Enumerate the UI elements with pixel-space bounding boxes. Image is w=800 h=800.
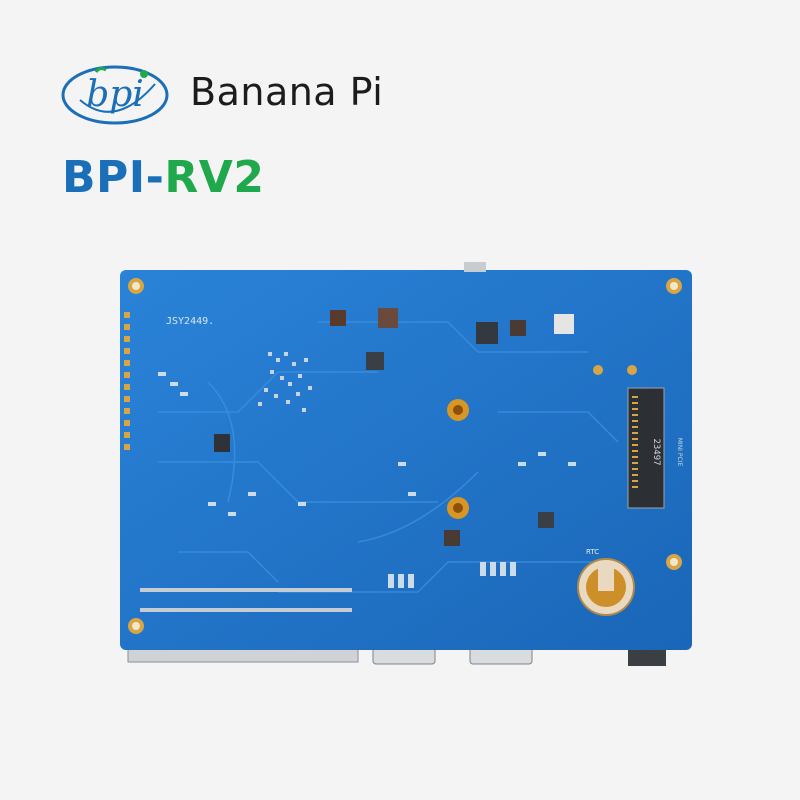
circuit-board-photo: 23497 MINI PCIE RTC JSY2449. (118, 262, 696, 682)
product-title-prefix: BPI- (62, 152, 165, 203)
pcb-body (120, 270, 692, 650)
brand-name: Banana Pi (190, 70, 384, 114)
ic-chips (214, 308, 574, 546)
logo-text: bpi (86, 74, 144, 115)
rtc-battery-holder: RTC (577, 548, 635, 616)
smd-components (158, 372, 576, 588)
slot-name-label: MINI PCIE (676, 438, 683, 467)
bpi-logo-mark: bpi (61, 65, 169, 125)
bpi-logo: bpi (60, 62, 170, 128)
power-jack (628, 646, 666, 666)
slot-code-label: 23497 (651, 438, 661, 465)
rtc-label: RTC (586, 548, 599, 556)
logo-dot (140, 70, 148, 78)
mini-pcie-slot: 23497 MINI PCIE (627, 387, 683, 509)
left-pin-header (124, 312, 130, 450)
logo-leaf (94, 66, 107, 73)
circuit-board: 23497 MINI PCIE RTC JSY2449. (120, 262, 692, 666)
test-points (447, 365, 637, 519)
bottom-pin-row (140, 588, 352, 612)
board-silkscreen-id: JSY2449. (166, 316, 214, 327)
product-title-suffix: RV2 (164, 152, 265, 203)
pcb-traces (158, 321, 619, 593)
usb-c-port (464, 262, 486, 272)
product-title: BPI-RV2 (62, 152, 264, 203)
soc-via-array (258, 352, 312, 412)
